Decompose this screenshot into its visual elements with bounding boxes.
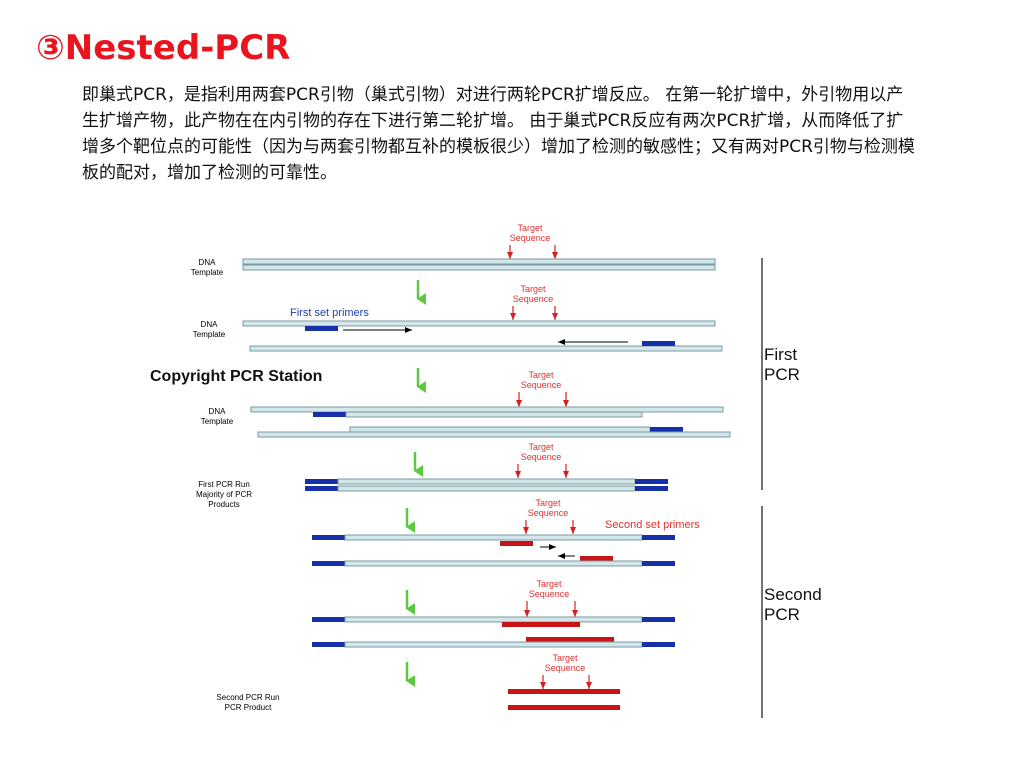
target-sequence-label-4a: Target [528,442,554,452]
outer-primer-forward-extended [313,412,346,417]
first-pcr-run-label-3: Products [208,500,240,509]
dna-template-label-3b: Template [201,417,234,426]
extended-top-strand [344,616,643,623]
second-template-top-left [312,535,345,540]
first-product-top-right-primer [635,479,668,484]
target-sequence-label-3a: Target [528,370,554,380]
extended-bottom-right [642,642,675,647]
dna-template-label-1a: DNA [199,258,217,267]
outer-primer-forward [305,326,338,331]
outer-primer-reverse-extended [650,427,683,432]
target-sequence-label-6b: Sequence [529,589,570,599]
target-markers [507,245,592,689]
second-pcr-run-label-1: Second PCR Run [216,693,279,702]
new-strand-forward [345,411,643,418]
template-strand-top [242,320,716,327]
inner-product-reverse [526,637,614,642]
inner-primer-forward [500,541,533,546]
target-sequence-label-7b: Sequence [545,663,586,673]
first-product-bottom-left-primer [305,486,338,491]
copyright-watermark: Copyright PCR Station [150,368,322,385]
final-product-bottom [508,705,620,710]
first-product-bottom-strand [337,485,636,492]
second-pcr-run-label-2: PCR Product [225,703,272,712]
dna-template-label-1b: Template [191,268,224,277]
target-sequence-label-1b: Sequence [510,233,551,243]
second-template-top-right [642,535,675,540]
target-sequence-label-5b: Sequence [528,508,569,518]
extended-top-right [642,617,675,622]
dna-template-label-3a: DNA [209,407,227,416]
first-pcr-run-label-1: First PCR Run [198,480,250,489]
first-pcr-run-label-2: Majority of PCR [196,490,252,499]
flow-arrows [405,280,426,687]
first-product-top-strand [337,478,636,485]
template-strand-bottom-extended [257,431,731,438]
dna-template-label-2a: DNA [201,320,219,329]
extended-bottom-strand [344,641,643,648]
target-sequence-label-7a: Target [552,653,578,663]
first-pcr-label-line1: First [764,345,797,364]
target-sequence-label-5a: Target [535,498,561,508]
first-set-primers-label: First set primers [290,307,369,319]
second-pcr-label-line2: PCR [764,605,800,624]
target-sequence-label-3b: Sequence [521,380,562,390]
dna-strand-top [242,258,716,265]
target-sequence-label-6a: Target [536,579,562,589]
final-product-top [508,689,620,694]
first-product-bottom-right-primer [635,486,668,491]
extended-top-left [312,617,345,622]
page-title: ③Nested-PCR [36,28,291,68]
first-pcr-label-line2: PCR [764,365,800,384]
target-sequence-label-1a: Target [517,223,543,233]
intro-paragraph: 即巢式PCR，是指利用两套PCR引物（巢式引物）对进行两轮PCR扩增反应。 在第… [82,85,915,183]
second-template-bottom-left [312,561,345,566]
second-pcr-label-line1: Second [764,585,822,604]
extended-bottom-left [312,642,345,647]
second-template-bottom-strand [344,560,643,567]
inner-product-forward [502,622,580,627]
outer-primer-reverse [642,341,675,346]
target-sequence-label-2a: Target [520,284,546,294]
template-strand-top-extended [250,406,724,413]
dna-strand-bottom [242,264,716,271]
second-template-top-strand [344,534,643,541]
second-template-bottom-right [642,561,675,566]
first-product-top-left-primer [305,479,338,484]
inner-primer-reverse [580,556,613,561]
target-sequence-label-4b: Sequence [521,452,562,462]
dna-template-label-2b: Template [193,330,226,339]
second-set-primers-label: Second set primers [605,519,700,531]
target-sequence-label-2b: Sequence [513,294,554,304]
template-strand-bottom [249,345,723,352]
new-strand-reverse [349,426,651,433]
